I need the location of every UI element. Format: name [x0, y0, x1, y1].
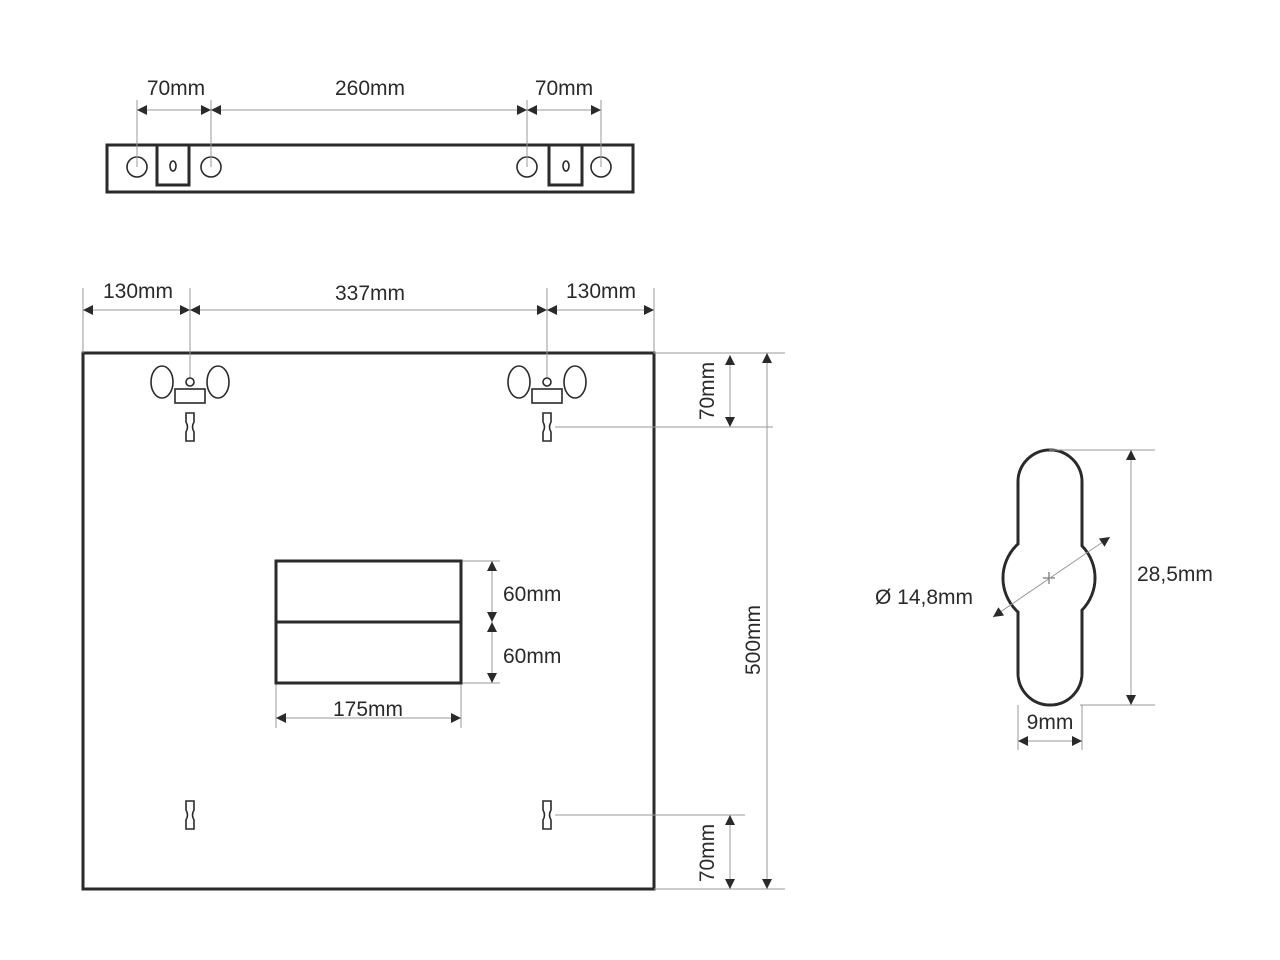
bracket-slot-right: [562, 160, 570, 172]
dim-line: [992, 536, 1111, 618]
cutout-upper: [274, 559, 463, 624]
keyhole-icon: [185, 800, 195, 830]
mount-group-left: [150, 365, 230, 442]
cutout-lower: [274, 620, 463, 685]
keyhole-detail: Ø 14,8mm 28,5mm 9mm: [875, 448, 1213, 750]
dim-label: 70mm: [696, 362, 719, 420]
dim-label: 70mm: [535, 77, 593, 100]
dim-label: 70mm: [147, 77, 205, 100]
dim-label: 28,5mm: [1137, 563, 1213, 586]
dim-label: 260mm: [335, 77, 405, 100]
front-view: 130mm 337mm 130mm 60mm 60mm 175mm 70mm 5…: [81, 280, 785, 891]
dim-label: 60mm: [503, 645, 561, 668]
dim-label: 337mm: [335, 282, 405, 305]
top-view: 70mm 260mm 70mm: [105, 77, 635, 194]
dim-label: 175mm: [333, 698, 403, 721]
dim-label: Ø 14,8mm: [875, 586, 973, 609]
dim-label: 60mm: [503, 583, 561, 606]
bracket-slot-left: [169, 160, 177, 172]
mount-group-right: [507, 365, 587, 442]
dim-label: 70mm: [696, 824, 719, 882]
keyhole-icon: [185, 412, 195, 442]
dim-label: 130mm: [566, 280, 636, 303]
keyhole-icon: [542, 800, 552, 830]
keyhole-icon: [542, 412, 552, 442]
dim-label: 500mm: [742, 605, 765, 675]
rail-outline: [105, 143, 635, 194]
dim-label: 130mm: [103, 280, 173, 303]
dim-label: 9mm: [1027, 711, 1074, 734]
